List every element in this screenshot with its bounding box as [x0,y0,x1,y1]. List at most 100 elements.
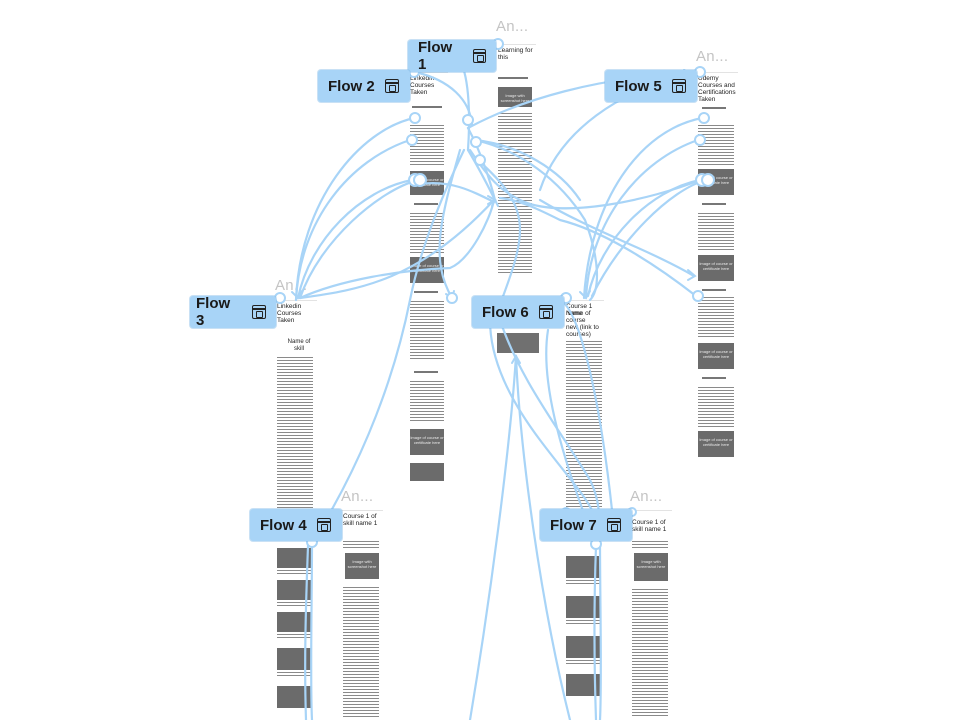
frame-bl-img-1 [277,548,311,568]
frame-mid-prefix: Course 1 name [566,303,593,317]
connection-node [462,114,474,126]
frame-left-title: Linkedin Courses Taken [277,303,302,324]
connection-line [294,138,412,302]
frame-br-text[interactable]: Course 1 of skill name 1 Image with scre… [630,510,672,720]
frame-bl-title: Course 1 of skill name 1 [343,513,378,527]
frame-right-text-1 [698,125,734,165]
connection-node [694,134,706,146]
connection-node [474,154,486,166]
flow-4-label: Flow 4 [260,516,307,534]
connection-line [298,178,420,300]
frame-bl-image: Image with screenshot here [345,553,379,579]
connection-line [468,354,518,720]
frame-bl-images[interactable] [277,540,311,720]
frame-right-text-4 [698,387,734,427]
flow-1-badge[interactable]: Flow 1 [408,39,496,73]
frame-name-top[interactable]: An... [496,18,529,35]
connection-node [274,292,286,304]
frame-bl-img-5 [277,686,311,708]
frame-left-text [277,357,313,527]
frame-br-img-1 [566,556,600,578]
frame-name-br[interactable]: An... [630,488,663,505]
frame-br-img-text-3 [566,660,600,666]
connection-line [558,298,614,512]
connection-line [584,138,700,300]
connection-line [488,318,598,522]
connection-line [593,544,598,720]
prototype-icon [538,305,553,319]
arrowhead-icon [491,197,499,207]
frame-col2-image-4 [410,463,444,481]
connection-line [545,328,592,532]
frame-bl-img-text-1 [277,570,311,576]
frame-br-img-text-2 [566,620,600,626]
frame-bl-img-text-3 [277,634,311,640]
flow-7-badge[interactable]: Flow 7 [540,509,632,541]
frame-col2-subheading-3 [414,371,438,373]
frame-right-subheading-1 [702,203,726,205]
flow-2-badge[interactable]: Flow 2 [318,70,410,102]
flow-5-label: Flow 5 [615,77,662,95]
flow-5-badge[interactable]: Flow 5 [605,70,697,102]
flow-3-badge[interactable]: Flow 3 [190,295,276,329]
frame-bl-text[interactable]: Course 1 of skill name 1 Image with scre… [341,510,383,720]
prototype-icon [316,518,331,532]
frame-br-img-4 [566,674,600,696]
frame-bl-text-2 [343,587,379,717]
connection-line [468,148,702,210]
flow-6-badge[interactable]: Flow 6 [472,296,564,328]
frame-col2-text-4 [410,381,444,421]
frame-name-bl[interactable]: An... [341,488,374,505]
frame-br-img-text-1 [566,580,600,586]
frame-bl-img-text-4 [277,672,311,678]
frame-right[interactable]: Udemy Courses and Certifications Taken I… [696,72,738,485]
connection-line [418,182,496,204]
connection-node [470,136,482,148]
prototype-icon [384,79,399,93]
frame-br-img-3 [566,636,600,658]
frame-right-subheading-3 [702,377,726,379]
connection-node [698,112,710,124]
connection-line [298,198,496,300]
connection-line [296,178,414,300]
frame-col2-heading [412,106,442,108]
frame-right-title: Udemy Courses and Certifications Taken [698,75,736,103]
arrowhead-icon [291,290,303,300]
connection-line [310,538,314,720]
frame-col2[interactable]: Linkedin Courses Taken Image of course o… [408,72,448,485]
connection-line [598,538,602,720]
connection-node [446,292,458,304]
flow-start-icon [472,49,486,63]
flow-4-badge[interactable]: Flow 4 [250,509,342,541]
frame-br-text-1 [632,541,668,549]
frame-top-title: Learning for this [498,47,533,61]
connection-node [409,112,421,124]
flow-6-label: Flow 6 [482,303,529,321]
frame-col2-subheading-1 [414,203,438,205]
frame-right-image-2: Image of course or certificate here [698,255,734,281]
frame-name-right[interactable]: An... [696,48,729,65]
frame-left[interactable]: Linkedin Courses Taken Name of skill [275,300,317,533]
connection-line [458,58,471,152]
frame-top[interactable]: Learning for this Image with screenshot … [496,44,536,275]
prototype-icon [252,305,266,319]
frame-col2-text-3 [410,301,444,361]
frame-bl-img-4 [277,648,311,670]
frame-col2-title: Linkedin Courses Taken [410,75,435,96]
flow-1-label: Flow 1 [418,39,453,73]
connection-line [538,198,696,278]
frame-br-title: Course 1 of skill name 1 [632,519,667,533]
connection-node [701,173,715,187]
frame-top-heading [498,77,528,79]
connection-line [438,148,462,300]
prototype-icon [606,518,621,532]
frame-br-image: Image with screenshot here [634,553,668,581]
frame-col2-text-1 [410,125,444,165]
connection-line [473,138,598,302]
frame-right-text-2 [698,213,734,251]
connection-line [590,178,708,298]
frame-br-img-2 [566,596,600,618]
frame-right-subheading-2 [702,289,726,291]
